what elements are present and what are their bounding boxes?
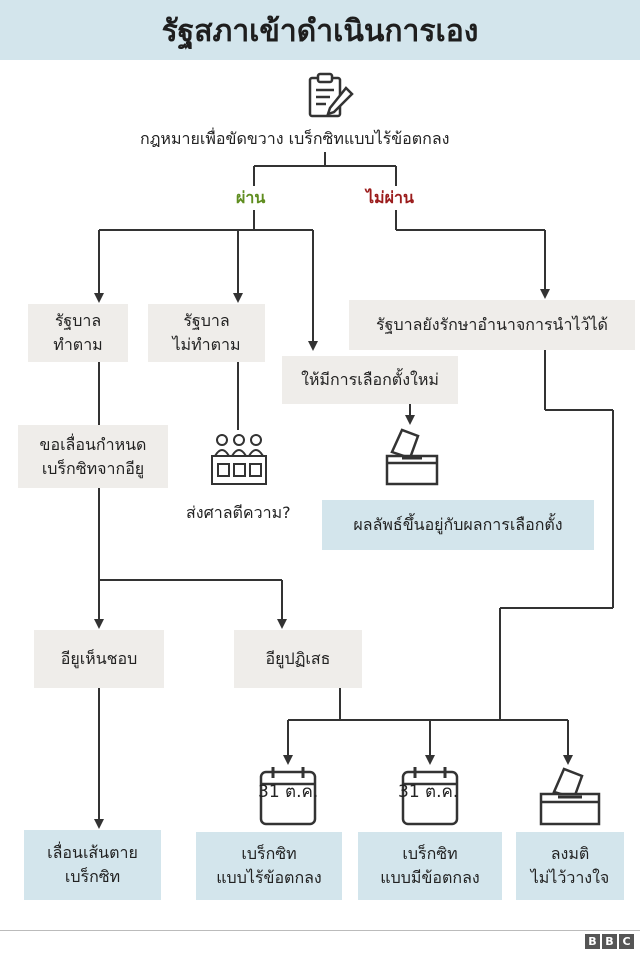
node-court: ส่งศาลตีความ? (186, 503, 291, 522)
node-text-line: ให้มีการเลือกตั้งใหม่ (301, 370, 439, 389)
node-text-line: ขอเลื่อนกำหนด (39, 434, 147, 454)
node-new-election: ให้มีการเลือกตั้งใหม่ (282, 356, 458, 404)
title-bar (0, 0, 640, 60)
node-text-line: รัฐบาล (54, 311, 102, 330)
bbc-logo-block: C (619, 934, 634, 949)
node-text-line: ลงมติ (550, 844, 590, 863)
node-text-line: เบร็กซิท (241, 844, 297, 863)
node-eu-rejects: อียูปฏิเสธ (234, 630, 362, 688)
node-text-line: ทำตาม (53, 335, 103, 354)
ballot-box-icon (539, 767, 601, 826)
top-label: กฎหมายเพื่อขัดขวาง เบร็กซิทแบบไร้ข้อตกลง (140, 129, 450, 148)
node-no-deal: เบร็กซิท แบบไร้ข้อตกลง (196, 832, 342, 900)
page-title: รัฐสภาเข้าดำเนินการเอง (161, 14, 479, 49)
clipboard-pencil-icon (308, 72, 354, 118)
node-text-line: อียูปฏิเสธ (265, 649, 331, 668)
bbc-logo: B B C (585, 934, 634, 949)
node-text-line: ผลลัพธ์ขึ้นอยู่กับผลการเลือกตั้ง (353, 515, 563, 534)
node-text-line: เบร็กซิทจากอียู (41, 458, 145, 478)
node-text-line: เบร็กซิท (64, 867, 121, 886)
node-text-line: แบบมีข้อตกลง (380, 868, 480, 887)
node-with-deal: เบร็กซิท แบบมีข้อตกลง (358, 832, 502, 900)
node-text-line: เลื่อนเส้นตาย (47, 843, 138, 862)
node-text-line: ไม่ไว้วางใจ (530, 868, 610, 887)
calendar-icon (401, 767, 459, 826)
node-gov-follow: รัฐบาล ทำตาม (28, 304, 128, 362)
calendar-date-text: 31 ต.ค. (398, 782, 459, 802)
bbc-logo-block: B (585, 934, 600, 949)
node-text-line: เบร็กซิท (402, 844, 458, 863)
bbc-logo-block: B (602, 934, 617, 949)
branch-fail-label: ไม่ผ่าน (366, 188, 414, 207)
node-election-result: ผลลัพธ์ขึ้นอยู่กับผลการเลือกตั้ง (322, 500, 594, 550)
node-text-line: รัฐบาลยังรักษาอำนาจการนำไว้ได้ (376, 315, 608, 334)
node-gov-keeps-power: รัฐบาลยังรักษาอำนาจการนำไว้ได้ (349, 300, 635, 350)
node-gov-not-follow: รัฐบาล ไม่ทำตาม (148, 304, 265, 362)
judges-panel-icon (211, 434, 267, 485)
node-text-line: ไม่ทำตาม (172, 335, 241, 354)
calendar-date-text: 31 ต.ค. (258, 782, 319, 802)
node-request-delay: ขอเลื่อนกำหนด เบร็กซิทจากอียู (18, 425, 168, 488)
node-text-line: รัฐบาล (183, 311, 230, 330)
node-eu-agrees: อียูเห็นชอบ (34, 630, 164, 688)
node-delay-deadline: เลื่อนเส้นตาย เบร็กซิท (24, 830, 161, 900)
node-text-line: อียูเห็นชอบ (60, 649, 138, 668)
branch-pass-label: ผ่าน (236, 188, 266, 207)
node-text-line: แบบไร้ข้อตกลง (216, 868, 322, 887)
ballot-box-icon (385, 428, 439, 486)
footer-divider (0, 930, 640, 931)
node-no-confidence: ลงมติ ไม่ไว้วางใจ (516, 832, 624, 900)
calendar-icon (259, 767, 317, 826)
